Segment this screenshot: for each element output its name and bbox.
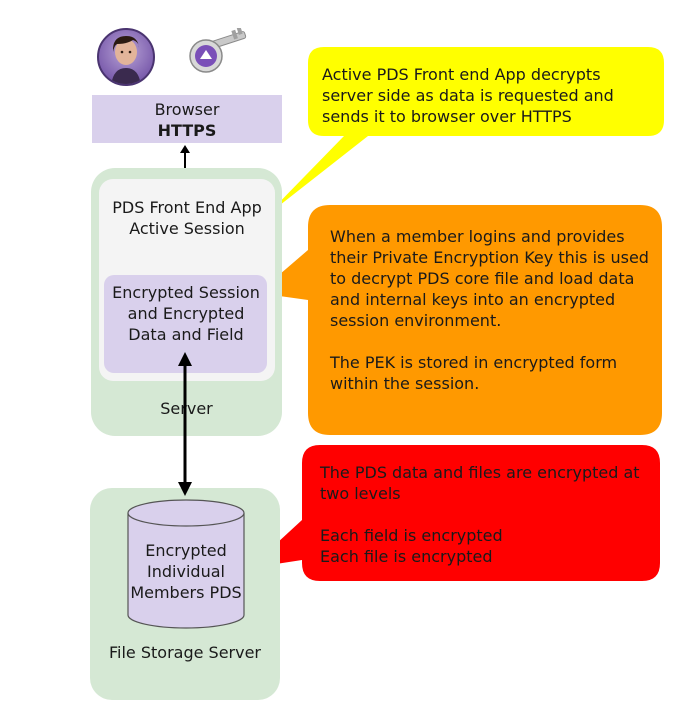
red-callout-paragraph-3: Each file is encrypted: [320, 547, 493, 566]
database-label: Encrypted Individual Members PDS: [130, 541, 242, 602]
yellow-callout-text: Active PDS Front end App decrypts server…: [322, 65, 614, 126]
red-callout-paragraph-1: The PDS data and files are encrypted at …: [320, 463, 640, 503]
yellow-callout-shape: [266, 47, 664, 216]
orange-callout-text: When a member logins and provides their …: [330, 226, 650, 394]
user-avatar-icon: [97, 28, 155, 86]
orange-callout-shape: [258, 205, 662, 435]
browser-box: Browser HTTPS: [92, 95, 282, 143]
browser-label: Browser: [154, 100, 220, 119]
orange-callout-paragraph-2: The PEK is stored in encrypted form with…: [330, 353, 618, 393]
encrypted-session-label: Encrypted Session and Encrypted Data and…: [112, 283, 260, 344]
orange-callout-paragraph-1: When a member logins and provides their …: [330, 227, 649, 330]
key-icon: [185, 28, 255, 76]
red-callout-shape: [250, 445, 660, 581]
red-callout-paragraph-2: Each field is encrypted: [320, 526, 503, 545]
red-callout-text: The PDS data and files are encrypted at …: [320, 462, 650, 567]
file-storage-label: File Storage Server: [108, 643, 261, 662]
session-label: PDS Front End App Active Session: [112, 198, 262, 238]
protocol-label: HTTPS: [157, 121, 217, 140]
